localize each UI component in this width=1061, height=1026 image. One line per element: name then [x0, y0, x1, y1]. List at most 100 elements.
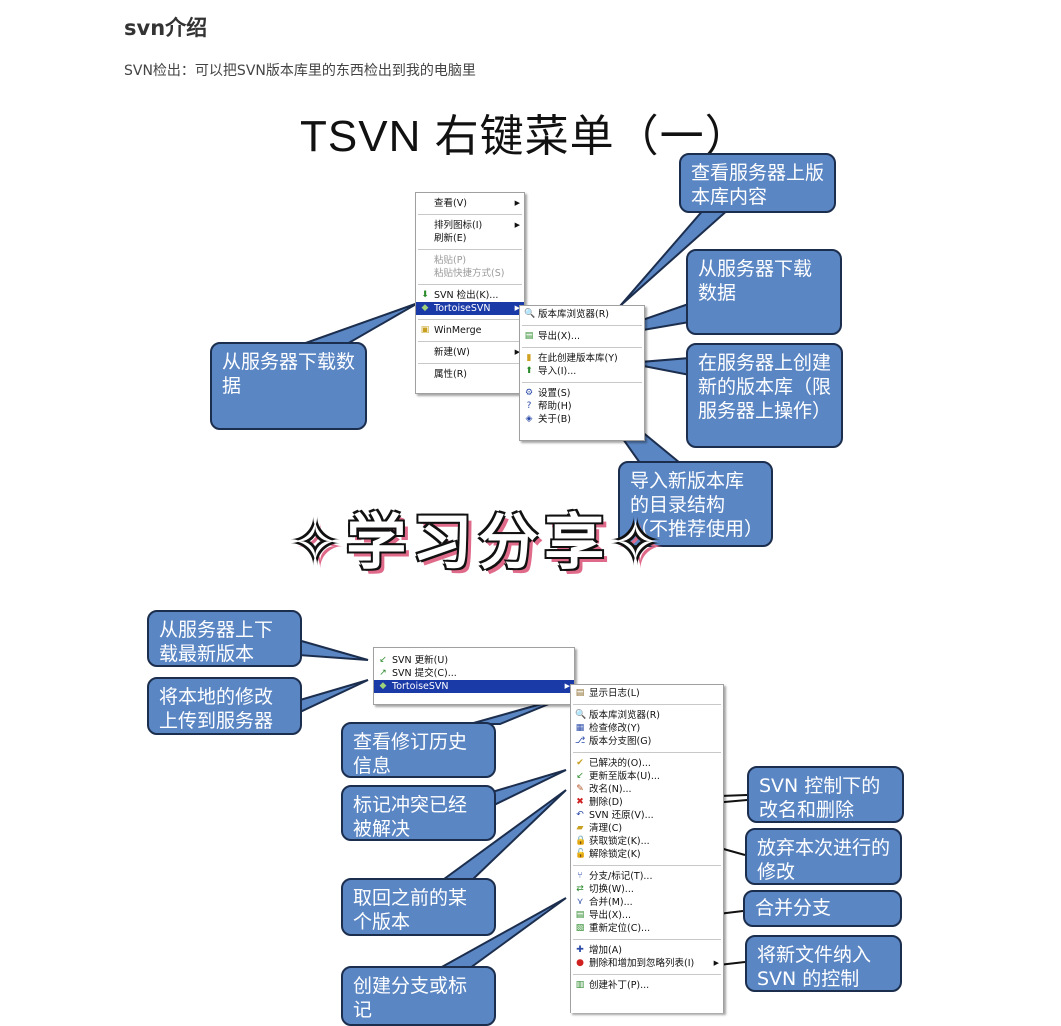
- submenu-item-create-repo[interactable]: ▮ 在此创建版本库(Y): [520, 352, 644, 365]
- submenu-item-get-lock[interactable]: 🔒获取锁定(K)...: [571, 835, 723, 848]
- submenu-item-rename-label: 改名(N)...: [589, 784, 632, 795]
- submenu-item-export-2[interactable]: ▤导出(X)...: [571, 909, 723, 922]
- callout-rename-delete: SVN 控制下的改名和删除: [747, 766, 904, 823]
- callout-merge-branch: 合并分支: [743, 890, 902, 927]
- submenu-item-merge-label: 合并(M)...: [589, 897, 633, 908]
- submenu-item-show-log[interactable]: ▤显示日志(L): [571, 687, 723, 700]
- submenu-item-branch-tag[interactable]: ⑂分支/标记(T)...: [571, 870, 723, 883]
- callout-import-new: 导入新版本库的目录结构（不推荐使用）: [618, 461, 773, 547]
- submenu-item-switch[interactable]: ⇄ 切换(W)...: [571, 883, 723, 896]
- submenu-arrow-icon: ▶: [564, 682, 570, 690]
- svn-checkout-icon: ⬇: [421, 290, 429, 300]
- submenu-item-ignore[interactable]: ● 删除和增加到忽略列表(I) ▶: [571, 957, 723, 970]
- callout-upload-local: 将本地的修改上传到服务器: [147, 677, 302, 735]
- add-icon: ✚: [576, 945, 584, 955]
- submenu-item-revert[interactable]: ↶SVN 还原(V)...: [571, 809, 723, 822]
- callout-create-branch: 创建分支或标记: [341, 966, 496, 1026]
- submenu-item-import[interactable]: ⬆ 导入(I)...: [520, 365, 644, 378]
- submenu-item-resolved-label: 已解决的(O)...: [589, 758, 651, 769]
- submenu-item-repo-browser-2[interactable]: 🔍版本库浏览器(R): [571, 709, 723, 722]
- callout-add-new: 将新文件纳入SVN 的控制: [745, 935, 902, 992]
- submenu-item-settings-label: 设置(S): [538, 388, 571, 399]
- menu-item-paste-shortcut-label: 粘贴快捷方式(S): [434, 268, 505, 279]
- menu-item-svn-commit[interactable]: ↗SVN 提交(C)...: [374, 667, 574, 680]
- menu-item-paste-shortcut: 粘贴快捷方式(S): [416, 267, 524, 280]
- import-icon: ⬆: [525, 366, 533, 376]
- submenu-item-settings[interactable]: ⚙ 设置(S): [520, 387, 644, 400]
- context-menu-svn: ↙SVN 更新(U) ↗SVN 提交(C)... ◆TortoiseSVN▶: [373, 647, 575, 705]
- menu-item-arrange[interactable]: 排列图标(I)▶: [416, 219, 524, 232]
- submenu-item-check-mod-label: 检查修改(Y): [589, 723, 641, 734]
- callout-download-latest: 从服务器上下载最新版本: [147, 610, 302, 667]
- menu-item-tortoisesvn-2[interactable]: ◆TortoiseSVN▶: [374, 680, 574, 693]
- menu-item-tortoisesvn[interactable]: ◆TortoiseSVN▶: [416, 302, 524, 315]
- submenu-item-resolved[interactable]: ✔已解决的(O)...: [571, 757, 723, 770]
- submenu-item-help[interactable]: ?帮助(H): [520, 400, 644, 413]
- submenu-item-export[interactable]: ▤导出(X)...: [520, 330, 644, 343]
- menu-item-properties[interactable]: 属性(R): [416, 368, 524, 381]
- submenu-item-update-rev[interactable]: ↙更新至版本(U)...: [571, 770, 723, 783]
- menu-item-new[interactable]: 新建(W)▶: [416, 346, 524, 359]
- article-description: SVN检出：可以把SVN版本库里的东西检出到我的电脑里: [124, 63, 476, 79]
- ignore-icon: ●: [576, 958, 584, 968]
- menu-item-properties-label: 属性(R): [434, 369, 468, 380]
- svn-commit-icon: ↗: [379, 668, 387, 678]
- submenu-item-delete[interactable]: ✖删除(D): [571, 796, 723, 809]
- submenu-item-repo-browser[interactable]: 🔍版本库浏览器(R): [520, 308, 644, 321]
- submenu-item-rename[interactable]: ✎改名(N)...: [571, 783, 723, 796]
- submenu-arrow-icon: ▶: [713, 959, 719, 967]
- menu-item-paste-label: 粘贴(P): [434, 255, 467, 266]
- submenu-item-merge[interactable]: ⋎合并(M)...: [571, 896, 723, 909]
- switch-icon: ⇄: [576, 884, 584, 894]
- submenu-item-add[interactable]: ✚ 增加(A): [571, 944, 723, 957]
- menu-item-new-label: 新建(W): [434, 347, 470, 358]
- submenu-arrow-icon: ▶: [514, 221, 520, 229]
- submenu-item-release-lock[interactable]: 🔓解除锁定(K): [571, 848, 723, 861]
- submenu-item-create-patch-label: 创建补丁(P)...: [589, 980, 650, 991]
- submenu-item-create-repo-label: 在此创建版本库(Y): [538, 353, 618, 364]
- menu-item-refresh[interactable]: 刷新(E): [416, 232, 524, 245]
- slide-title: TSVN 右键菜单（一）: [300, 112, 750, 161]
- menu-separator: [573, 865, 721, 866]
- pointer-upload-local: [299, 679, 369, 714]
- delete-icon: ✖: [576, 797, 584, 807]
- menu-separator: [418, 284, 522, 285]
- menu-item-view-label: 查看(V): [434, 198, 467, 209]
- create-repo-icon: ▮: [526, 353, 532, 363]
- submenu-item-ignore-label: 删除和增加到忽略列表(I): [589, 958, 695, 969]
- menu-item-view[interactable]: 查看(V)▶: [416, 197, 524, 210]
- submenu-item-cleanup[interactable]: ▰清理(C): [571, 822, 723, 835]
- show-log-icon: ▤: [575, 688, 585, 698]
- menu-item-winmerge-label: WinMerge: [434, 325, 482, 336]
- callout-revert-changes: 放弃本次进行的修改: [745, 828, 902, 885]
- submenu-item-get-lock-label: 获取锁定(K)...: [589, 836, 650, 847]
- tortoise-icon: ◆: [421, 303, 429, 313]
- help-icon: ?: [526, 401, 532, 411]
- submenu-arrow-icon: ▶: [514, 304, 520, 312]
- submenu-item-add-label: 增加(A): [589, 945, 622, 956]
- submenu-item-switch-label: 切换(W)...: [589, 884, 634, 895]
- submenu-item-create-patch[interactable]: ▥创建补丁(P)...: [571, 979, 723, 992]
- submenu-item-revert-label: SVN 还原(V)...: [589, 810, 654, 821]
- submenu-item-about[interactable]: ◈关于(B): [520, 413, 644, 426]
- submenu-item-repo-browser-label: 版本库浏览器(R): [538, 309, 610, 320]
- article-heading: svn介绍: [124, 16, 208, 40]
- menu-item-winmerge[interactable]: ▣WinMerge: [416, 324, 524, 337]
- menu-separator: [573, 704, 721, 705]
- menu-item-svn-update[interactable]: ↙SVN 更新(U): [374, 654, 574, 667]
- settings-icon: ⚙: [524, 388, 534, 398]
- callout-download-left: 从服务器下载数据: [210, 342, 367, 430]
- callout-view-history: 查看修订历史信息: [341, 722, 496, 778]
- callout-download-right: 从服务器下载数据: [686, 249, 842, 335]
- submenu-item-revision-graph[interactable]: ⎇版本分支图(G): [571, 735, 723, 748]
- relocate-icon: ▧: [575, 923, 585, 933]
- export-icon: ▤: [524, 331, 534, 341]
- context-submenu-tortoisesvn-2: ▤显示日志(L) 🔍版本库浏览器(R) ▦检查修改(Y) ⎇版本分支图(G) ✔…: [570, 684, 724, 1013]
- menu-item-checkout[interactable]: ⬇SVN 检出(K)...: [416, 289, 524, 302]
- submenu-item-update-rev-label: 更新至版本(U)...: [589, 771, 660, 782]
- menu-separator: [418, 341, 522, 342]
- submenu-item-import-label: 导入(I)...: [538, 366, 577, 377]
- submenu-item-relocate[interactable]: ▧重新定位(C)...: [571, 922, 723, 935]
- submenu-item-check-mod[interactable]: ▦检查修改(Y): [571, 722, 723, 735]
- callout-view-server: 查看服务器上版本库内容: [679, 153, 836, 213]
